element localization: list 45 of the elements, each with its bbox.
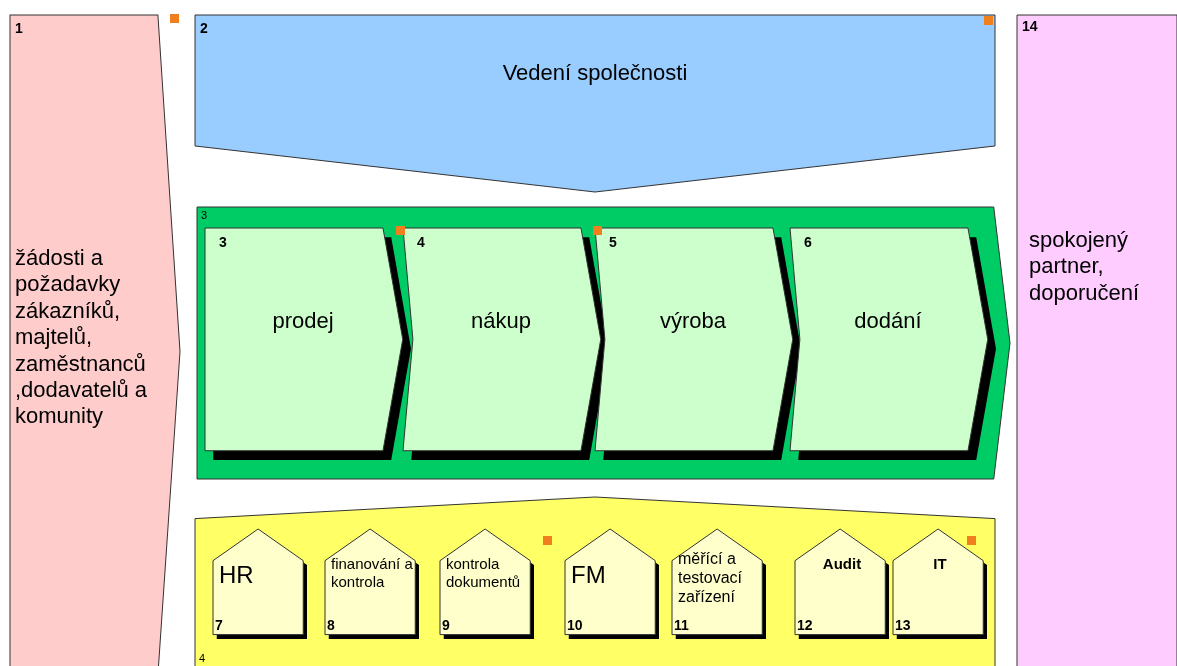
- node-number: 8: [327, 617, 335, 634]
- node-number: 2: [200, 20, 208, 37]
- node-number: 6: [804, 234, 812, 251]
- node-label: dodání: [853, 308, 923, 335]
- node-label: nákup: [470, 308, 532, 335]
- support-house: [325, 529, 419, 639]
- node-number: 3: [201, 209, 208, 223]
- support-house: [565, 529, 659, 639]
- node-label: finanování a kontrola: [331, 555, 413, 591]
- node-label: HR: [219, 561, 255, 590]
- support-house: [213, 529, 307, 639]
- output-band: [1017, 15, 1177, 666]
- management-banner: [195, 15, 995, 192]
- node-label: Vedení společnosti: [501, 60, 689, 87]
- node-label: FM: [571, 561, 607, 590]
- support-house: [672, 529, 766, 639]
- node-label: IT: [932, 555, 948, 573]
- node-number: 4: [417, 234, 425, 251]
- node-label: měřící a testovací zařízení: [678, 549, 744, 607]
- support-band: [195, 497, 995, 666]
- node-label: žádosti a požadavky zákazníků, majtelů, zaměstnanců ,dodavatelů a komunity: [15, 245, 149, 430]
- node-number: 3: [219, 234, 227, 251]
- support-house: [893, 529, 987, 639]
- process-step-panel: [205, 228, 411, 460]
- node-number: 12: [797, 617, 813, 634]
- node-label: kontrola dokumentů: [446, 555, 522, 591]
- node-number: 11: [674, 617, 689, 634]
- node-number: 10: [567, 617, 583, 634]
- input-arrow-band: [10, 15, 180, 666]
- node-label: spokojený partner, doporučení: [1029, 227, 1141, 307]
- support-house: [795, 529, 889, 639]
- support-house: [440, 529, 534, 639]
- process-step-panel: [595, 228, 801, 460]
- node-label: výroba: [658, 308, 727, 335]
- node-number: 1: [15, 20, 23, 37]
- node-number: 4: [199, 652, 206, 666]
- node-label: prodej: [271, 308, 335, 335]
- node-number: 9: [442, 617, 450, 634]
- node-number: 14: [1022, 18, 1038, 35]
- node-label: Audit: [821, 555, 863, 573]
- process-band: [197, 207, 1010, 479]
- node-number: 13: [895, 617, 911, 634]
- process-step-panel: [790, 228, 996, 460]
- node-number: 7: [215, 617, 223, 634]
- node-number: 5: [609, 234, 617, 251]
